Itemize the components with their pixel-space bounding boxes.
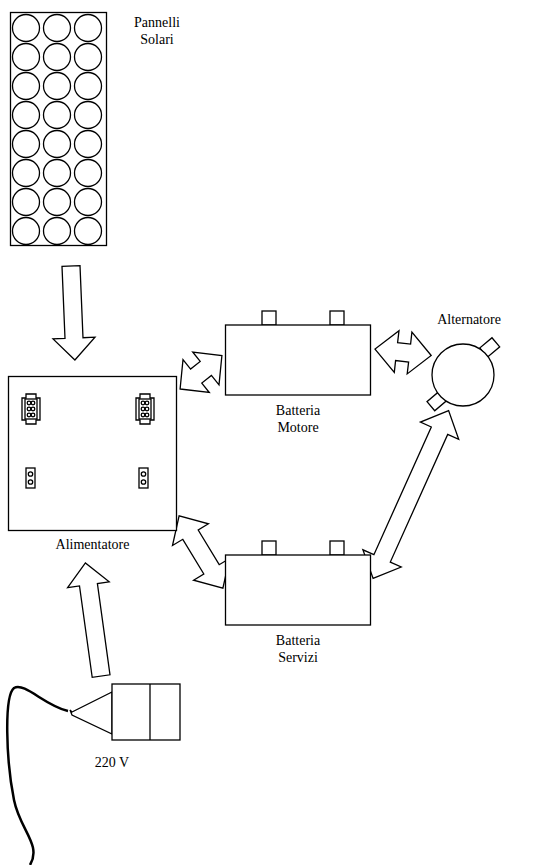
plug-grip-line xyxy=(149,684,150,740)
solar-cell xyxy=(44,15,71,42)
solar-cell xyxy=(44,73,71,100)
solar-cell xyxy=(44,160,71,187)
block-arrow xyxy=(68,563,110,677)
solar-cell xyxy=(75,218,102,245)
solar-cell xyxy=(13,44,40,71)
node-label: 220 V xyxy=(82,754,142,771)
solar-cell xyxy=(75,44,102,71)
solar-cell xyxy=(75,15,102,42)
solar-panel-outline xyxy=(10,12,107,246)
battery-body xyxy=(226,325,371,395)
solar-cell xyxy=(75,131,102,158)
solar-panel: Pannelli Solari xyxy=(10,12,107,246)
power-supply-box xyxy=(9,377,177,531)
solar-cell xyxy=(13,131,40,158)
solar-cell xyxy=(13,160,40,187)
power-cable xyxy=(7,687,68,865)
solar-cell xyxy=(44,218,71,245)
alternator-outline xyxy=(431,343,495,407)
power-supply: Alimentatore xyxy=(8,376,177,531)
mains-plug-outline xyxy=(68,682,181,742)
multi-pin-socket xyxy=(136,394,154,424)
battery-body xyxy=(226,555,371,625)
power-supply-outline xyxy=(8,376,177,531)
plug-body xyxy=(112,684,180,740)
two-pin-socket xyxy=(139,468,148,488)
battery-terminal xyxy=(262,311,276,325)
battery-terminal xyxy=(330,541,344,555)
alternator: Alternatore xyxy=(431,343,495,407)
solar-cell xyxy=(13,218,40,245)
service-battery: Batteria Servizi xyxy=(225,540,371,626)
solar-cell xyxy=(75,160,102,187)
node-label: Alimentatore xyxy=(8,536,177,553)
double-block-arrow xyxy=(375,331,431,374)
node-label: Pannelli Solari xyxy=(122,14,192,48)
solar-cell xyxy=(44,189,71,216)
solar-cell xyxy=(13,189,40,216)
solar-cell xyxy=(44,131,71,158)
solar-cell xyxy=(44,102,71,129)
panel-frame xyxy=(11,13,107,246)
solar-cell xyxy=(13,102,40,129)
solar-cell xyxy=(75,189,102,216)
block-arrow xyxy=(53,266,95,360)
alternator-body xyxy=(432,344,494,406)
mains-plug: 220 V xyxy=(68,682,181,742)
node-label: Batteria Motore xyxy=(258,402,338,436)
double-block-arrow xyxy=(363,411,459,579)
solar-cell xyxy=(13,15,40,42)
two-pin-socket xyxy=(26,468,35,488)
node-label: Batteria Servizi xyxy=(258,632,338,666)
multi-pin-socket xyxy=(22,394,40,424)
double-block-arrow xyxy=(173,516,230,588)
solar-cell xyxy=(75,102,102,129)
battery-terminal xyxy=(330,311,344,325)
solar-cell xyxy=(13,73,40,100)
double-block-arrow xyxy=(180,352,222,393)
solar-cell xyxy=(44,44,71,71)
service-battery-outline xyxy=(225,540,371,626)
solar-cell xyxy=(75,73,102,100)
battery-terminal xyxy=(262,541,276,555)
engine-battery: Batteria Motore xyxy=(225,310,371,396)
node-label: Alternatore xyxy=(427,311,511,328)
plug-cone xyxy=(70,692,112,734)
engine-battery-outline xyxy=(225,310,371,396)
